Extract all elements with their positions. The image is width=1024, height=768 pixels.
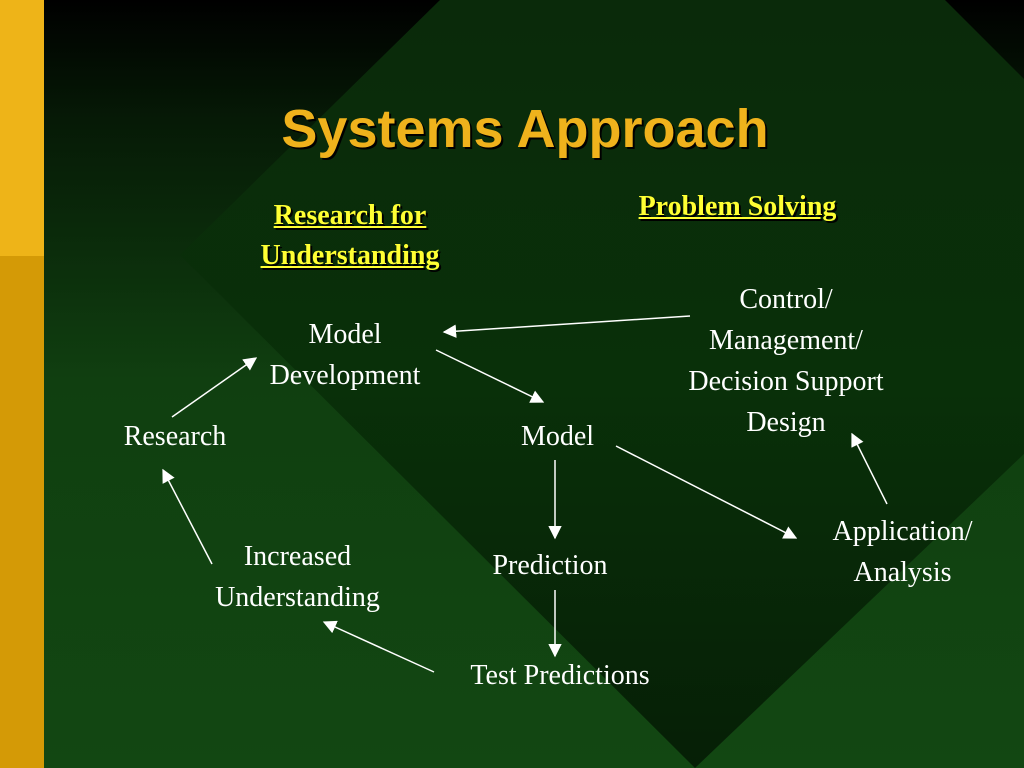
left-accent-stripe-top: [0, 0, 44, 256]
problem-solving-heading: Problem Solving: [638, 191, 837, 222]
node-prediction: Prediction: [492, 550, 608, 581]
node-model: Model: [520, 421, 595, 452]
arrow-control-to-model-development: [442, 315, 691, 338]
node-application-analysis: Application/ Analysis: [832, 516, 973, 588]
slide-title: Systems Approach: [281, 99, 769, 159]
arrow-increased-understanding-to-research: [162, 468, 213, 565]
arrow-application-to-control: [851, 432, 888, 505]
node-test-predictions: Test Predictions: [470, 660, 650, 691]
arrow-model-to-application: [615, 445, 798, 539]
arrow-model-development-to-model: [435, 349, 545, 403]
node-control-management-decision-support: Control/ Management/ Decision Support De…: [688, 284, 884, 438]
node-model-development: Model Development: [269, 319, 421, 391]
arrow-test-predictions-to-increased-understanding: [322, 620, 435, 673]
left-accent-stripe-bottom: [0, 256, 44, 768]
research-for-understanding-heading: Research for Understanding: [260, 200, 440, 271]
node-increased-understanding: Increased Understanding: [215, 541, 380, 613]
arrow-research-to-model-development: [171, 357, 258, 418]
node-research: Research: [123, 421, 227, 452]
